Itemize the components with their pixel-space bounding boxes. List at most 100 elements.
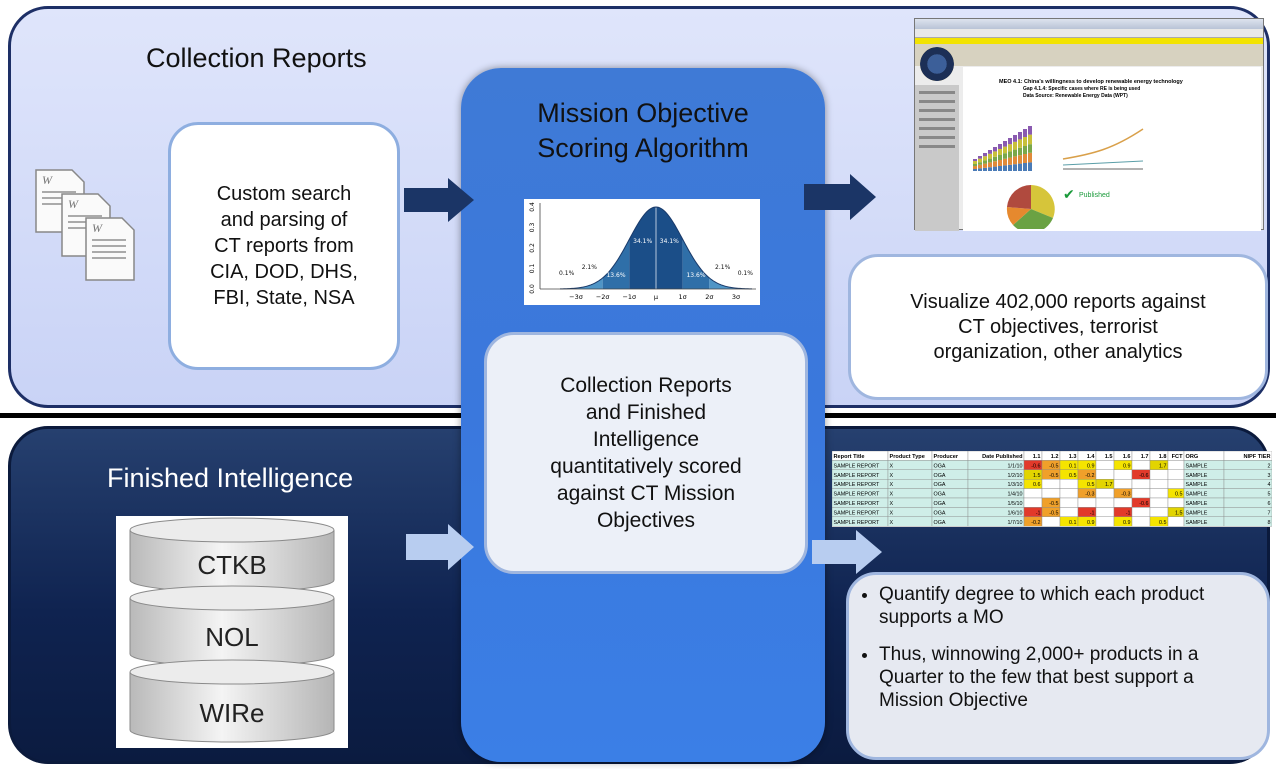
table-cell	[1131, 479, 1151, 489]
dashboard-screenshot: MEO 4.1: China's willingness to develop …	[914, 18, 1264, 233]
table-cell-text: OGA	[934, 463, 946, 469]
table-cell-text: 0.1	[1069, 520, 1077, 526]
mini-bar	[1003, 153, 1007, 159]
table-cell	[1223, 516, 1272, 527]
bell-region	[709, 277, 736, 289]
search-line: Custom search	[216, 183, 352, 205]
table-header-text: ORG	[1186, 454, 1199, 460]
table-cell-text: 6	[1268, 501, 1271, 507]
bell-x-tick: 3σ	[732, 293, 740, 301]
visualize-line: CT objectives, terrorist	[958, 315, 1158, 338]
search-line: CIA, DOD, DHS,	[210, 261, 358, 283]
algorithm-title-line: Mission Objective	[537, 98, 749, 128]
bell-y-tick: 0.1	[529, 264, 536, 274]
mini-bar	[973, 159, 977, 161]
table-header-text: 1.3	[1069, 454, 1077, 460]
mini-bar	[988, 167, 992, 171]
table-cell-text: 7	[1268, 510, 1271, 516]
table-cell	[1223, 469, 1272, 480]
table-cell-text: SAMPLE	[1186, 520, 1208, 526]
table-cell	[887, 479, 933, 489]
mini-bar	[983, 153, 987, 157]
table-cell	[887, 497, 933, 508]
table-cell	[1113, 479, 1133, 489]
database-icon	[129, 659, 335, 743]
table-cell	[1149, 497, 1169, 508]
table-header-text: 1.6	[1123, 454, 1131, 460]
table-cell	[1149, 479, 1169, 489]
table-cell-text: X	[890, 501, 894, 507]
mini-bar	[1023, 129, 1027, 137]
table-cell	[1131, 516, 1151, 527]
table-cell	[1223, 497, 1272, 508]
browser-toolbar	[915, 29, 1263, 38]
bell-x-tick: μ	[654, 293, 658, 301]
table-cell	[1113, 469, 1133, 480]
mini-bar	[978, 158, 982, 163]
table-cell-text: -0.3	[1121, 492, 1130, 498]
mini-bar	[988, 153, 992, 159]
table-cell-text: X	[890, 492, 894, 498]
table-cell-text: 1/2/10	[1008, 473, 1023, 479]
table-cell-text: -0.5	[1049, 510, 1058, 516]
arrow-right-icon	[406, 524, 474, 570]
table-cell-text: 1/5/10	[1008, 501, 1023, 507]
table-cell	[1149, 469, 1169, 480]
bell-region	[629, 207, 656, 289]
table-cell-text: 1.7	[1159, 463, 1167, 469]
bell-percent-label: 34.1%	[633, 238, 652, 245]
bell-percent-label: 2.1%	[582, 264, 598, 271]
table-cell-text: SAMPLE REPORT	[834, 510, 880, 516]
bell-y-tick: 0.3	[529, 223, 536, 233]
table-cell	[1041, 479, 1061, 489]
table-cell	[1041, 516, 1061, 527]
bell-y-tick: 0.2	[529, 243, 536, 253]
table-cell	[887, 469, 933, 480]
mini-bar	[1013, 156, 1017, 165]
mini-bar	[988, 150, 992, 154]
table-header-text: 1.2	[1051, 454, 1059, 460]
mini-bar	[988, 162, 992, 168]
table-cell-text: OGA	[934, 492, 946, 498]
table-cell-text: 1/4/10	[1008, 492, 1023, 498]
table-cell-text: SAMPLE REPORT	[834, 463, 880, 469]
table-cell	[1223, 488, 1272, 499]
mini-bar	[1008, 144, 1012, 152]
arrow-right-icon	[812, 530, 882, 574]
database-icon	[129, 585, 335, 667]
table-cell-text: -0.5	[1049, 501, 1058, 507]
table-header-text: NIPF TIER	[1243, 454, 1270, 460]
table-cell-text: SAMPLE REPORT	[834, 482, 880, 488]
table-cell-text: SAMPLE	[1186, 510, 1208, 516]
table-cell-text: 0.1	[1069, 463, 1077, 469]
mini-bar	[998, 155, 1002, 160]
table-cell	[1223, 479, 1272, 489]
table-cell-text: -0.2	[1085, 473, 1094, 479]
table-cell	[1131, 460, 1151, 470]
doc-letter-3: W	[92, 221, 103, 235]
table-cell-text: 8	[1268, 520, 1271, 526]
table-cell-text: 0.5	[1159, 520, 1167, 526]
bell-x-tick: −2σ	[596, 293, 610, 301]
bell-percent-label: 0.1%	[738, 270, 754, 277]
bell-y-tick: 0.4	[529, 202, 536, 212]
table-cell-text: 1/6/10	[1008, 510, 1023, 516]
table-cell-text: X	[890, 463, 894, 469]
table-cell	[887, 460, 933, 470]
mini-bar	[983, 156, 987, 161]
table-cell-text: SAMPLE REPORT	[834, 492, 880, 498]
table-cell	[1167, 497, 1185, 508]
table-cell-text: -0.5	[1049, 473, 1058, 479]
table-cell	[1223, 460, 1272, 470]
visualize-box: Visualize 402,000 reports against CT obj…	[848, 254, 1268, 400]
mini-bar	[998, 160, 1002, 166]
scored-line: Collection Reports	[560, 374, 732, 397]
custom-search-box: Custom search and parsing of CT reports …	[168, 122, 400, 370]
table-cell-text: 1.5	[1175, 510, 1183, 516]
bell-x-tick: 2σ	[705, 293, 713, 301]
mini-bar	[1023, 163, 1027, 171]
visualize-line: Visualize 402,000 reports against	[910, 290, 1206, 313]
table-cell-text: 0.5	[1175, 492, 1183, 498]
